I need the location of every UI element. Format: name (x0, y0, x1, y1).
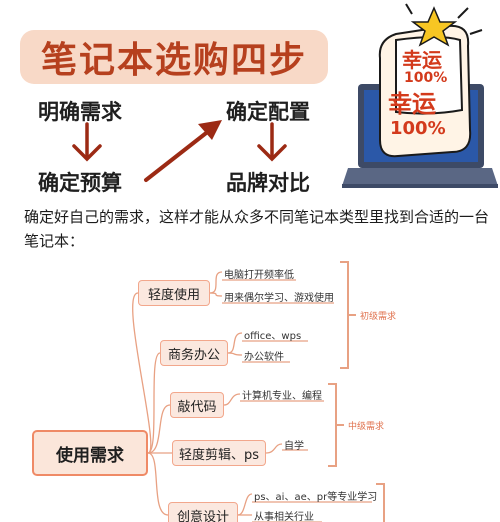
mindmap-root: 使用需求 (32, 430, 148, 476)
leaf-text: office、wps (244, 331, 302, 342)
title-banner: 笔记本选购四步 (20, 30, 328, 84)
page-title: 笔记本选购四步 (40, 39, 307, 81)
node-light-editing: 轻度剪辑、ps (172, 440, 266, 466)
node-business: 商务办公 (160, 340, 228, 366)
step-brand-compare: 品牌对比 (226, 171, 310, 195)
leaf-text: 办公软件 (244, 352, 284, 363)
leaf-text: 计算机专业、编程 (242, 391, 322, 402)
leaf-text: ps、ai、ae、pr等专业学习 (254, 492, 378, 503)
down-arrow-icon (72, 122, 102, 162)
step-clarify-needs: 明确需求 (38, 100, 122, 124)
lucky-badge-icon (378, 3, 483, 158)
down-arrow-icon (257, 122, 287, 162)
tag-basic-needs: 初级需求 (360, 312, 397, 322)
step-config: 确定配置 (226, 100, 310, 124)
diagonal-arrow-icon (144, 120, 222, 182)
leaf-text: 自学 (284, 441, 304, 452)
step-budget: 确定预算 (38, 171, 122, 195)
node-light-use: 轻度使用 (138, 280, 210, 306)
bracket-icon (376, 483, 385, 522)
badge-bg-line2: 100% (390, 118, 446, 139)
leaf-text: 电脑打开频率低 (224, 270, 294, 281)
leaf-text: 用来偶尔学习、游戏使用 (224, 293, 334, 304)
node-coding: 敲代码 (170, 392, 224, 418)
intro-text: 确定好自己的需求，这样才能从众多不同笔记本类型里找到合适的一台笔记本： (24, 208, 490, 250)
bracket-icon (328, 383, 344, 467)
tag-intermediate-needs: 中级需求 (348, 422, 385, 432)
node-creative-design: 创意设计 (168, 502, 238, 522)
badge-bg-line1: 幸运 (388, 90, 436, 118)
mindmap-connectors (132, 271, 372, 522)
leaf-text: 从事相关行业 (254, 512, 314, 522)
bracket-icon (340, 261, 356, 369)
badge-line2: 100% (404, 70, 448, 86)
badge-line1: 幸运 (402, 48, 442, 72)
